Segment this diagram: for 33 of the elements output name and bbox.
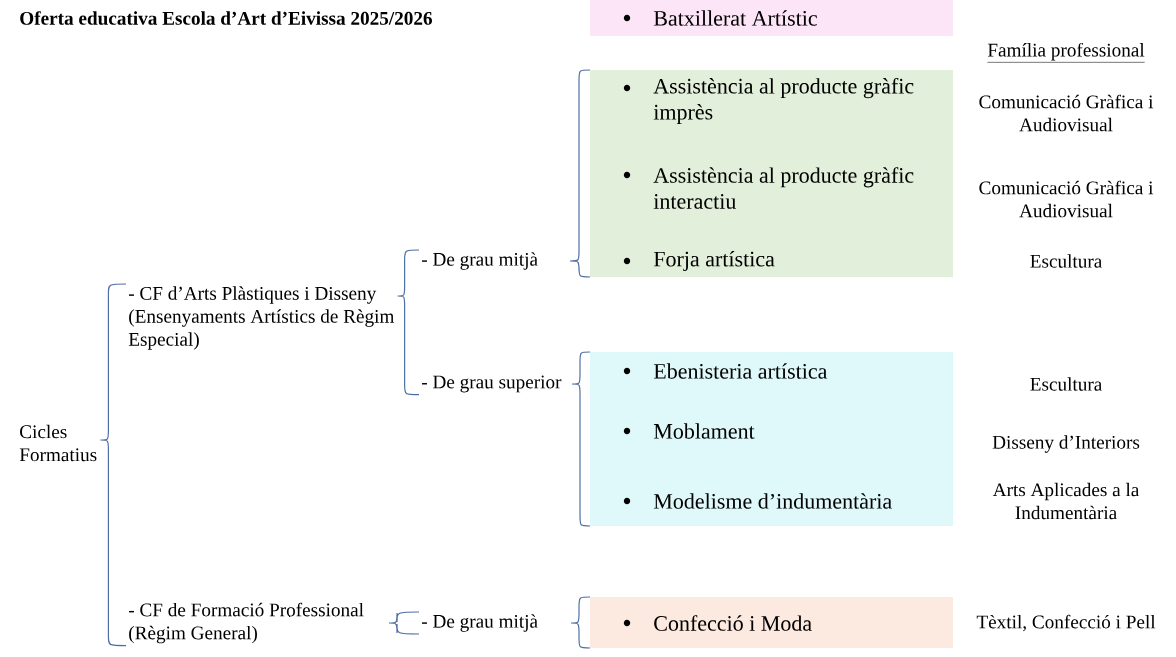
list-item: Assistència al producte gràfic interactiu	[653, 167, 914, 209]
column-header: Família professional	[987, 42, 1145, 63]
curly-brace	[571, 351, 591, 527]
curly-brace	[99, 283, 127, 647]
list-item: Forja artística	[653, 251, 775, 271]
branch-label: - CF d’Arts Plàstiques i Disseny (Ensenyaments Artístics de Règim Especial)	[128, 286, 395, 350]
curly-brace	[388, 611, 420, 635]
branch-label: - De grau mitjà	[422, 614, 538, 632]
branch-label: - De grau superior	[422, 375, 562, 393]
family-label: Disseny d’Interiors	[992, 435, 1140, 453]
family-label: Arts Aplicades a la Indumentària	[992, 482, 1140, 520]
family-label: Tèxtil, Confecció i Pell	[976, 614, 1156, 632]
branch-label: Cicles Formatius	[19, 424, 97, 462]
list-item: Moblament	[653, 423, 755, 439]
family-label: Escultura	[1030, 254, 1102, 268]
shaded-box	[590, 597, 953, 648]
list-item: Assistència al producte gràfic imprès	[653, 77, 914, 125]
branch-label: - De grau mitjà	[422, 252, 538, 270]
family-label: Escultura	[1030, 377, 1102, 391]
list-item: Ebenisteria artística	[653, 363, 828, 379]
list-item: Confecció i Moda	[654, 615, 812, 631]
family-label: Comunicació Gràfica i Audiovisual	[979, 180, 1154, 218]
curly-brace	[569, 69, 591, 278]
shaded-box	[590, 352, 953, 526]
title: Oferta educativa Escola d’Art d’Eivissa 2025/2026	[20, 11, 432, 25]
family-label: Comunicació Gràfica i Audiovisual	[979, 94, 1154, 132]
curly-brace	[397, 249, 420, 396]
curly-brace	[570, 596, 591, 649]
list-item: Batxillerat Artístic	[653, 10, 817, 26]
list-item: Modelisme d’indumentària	[653, 493, 892, 509]
branch-label: - CF de Formació Professional (Règim General)	[129, 602, 364, 644]
shaded-box	[590, 0, 953, 36]
shaded-box	[590, 70, 953, 277]
